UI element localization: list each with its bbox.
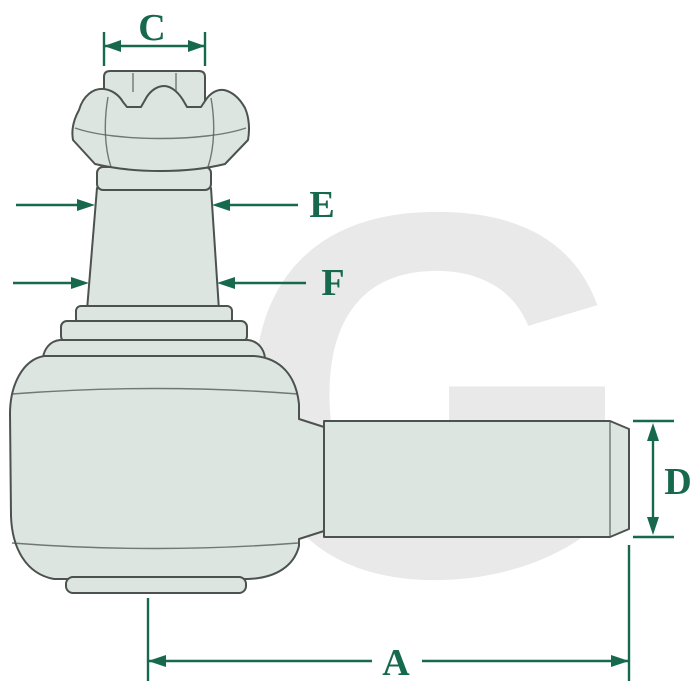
nut-facet-line	[104, 96, 112, 168]
dimension-F: F	[13, 262, 345, 304]
castle-nut	[71, 85, 250, 172]
dimension-A: A	[146, 545, 631, 684]
dimension-label-a: A	[382, 642, 410, 684]
dimension-E: E	[16, 184, 335, 226]
arrowhead-right	[188, 40, 205, 52]
arrowhead-right	[611, 655, 629, 667]
housing-bottom-lip	[65, 576, 247, 594]
stud-taper	[86, 187, 220, 311]
dimension-label-c: C	[138, 7, 165, 49]
housing-bottom-line	[11, 542, 299, 550]
housing-body	[9, 355, 325, 580]
dimension-D: D	[633, 419, 692, 539]
brand-watermark-letter: G	[233, 105, 637, 686]
arrowhead-left-pointing	[217, 277, 235, 289]
arrowhead-down	[647, 517, 659, 535]
nut-facet-line	[207, 97, 215, 168]
dimension-C: C	[102, 7, 207, 66]
arrowhead-right-pointing	[77, 199, 95, 211]
threaded-shaft	[323, 420, 630, 538]
dimension-label-d: D	[664, 461, 691, 503]
arrowhead-left-pointing	[212, 199, 230, 211]
dimension-label-e: E	[309, 184, 334, 226]
arrowhead-right-pointing	[71, 277, 89, 289]
base-ring-lower	[60, 320, 248, 343]
part-drawing	[9, 70, 630, 594]
arrowhead-left	[104, 40, 121, 52]
dimension-label-f: F	[321, 262, 344, 304]
arrowhead-left	[148, 655, 166, 667]
nut-chamfer-line	[74, 127, 247, 140]
arrowhead-up	[647, 423, 659, 441]
housing-top-line	[11, 387, 299, 395]
